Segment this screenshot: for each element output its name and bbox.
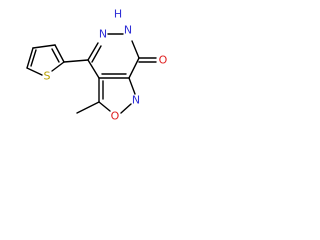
atom-nitrogen-isoxazole: N bbox=[132, 94, 140, 107]
atom-nitrogen-nh: N bbox=[124, 24, 132, 37]
bond-c4-thiophene bbox=[63, 59, 89, 63]
bond-th-c2-s bbox=[51, 61, 65, 72]
bond-o2-c3 bbox=[98, 101, 111, 112]
bond-th-c5-c4 bbox=[26, 47, 34, 69]
atom-oxygen-isoxazole: O bbox=[111, 110, 120, 123]
bond-c3-methyl bbox=[76, 101, 100, 114]
atom-oxygen-carbonyl: O bbox=[159, 54, 168, 67]
bond-th-s-c5 bbox=[26, 67, 43, 76]
atom-nitrogen-ring: N bbox=[99, 28, 107, 41]
bond-n6-c7 bbox=[131, 40, 140, 59]
bond-th-c4-c3 bbox=[32, 44, 56, 49]
bond-c7a-n1 bbox=[128, 77, 136, 95]
bond-n1-o2 bbox=[120, 103, 132, 114]
bond-c3a-c4 bbox=[87, 59, 100, 79]
bond-c4-n5-inner bbox=[91, 45, 102, 63]
bond-th-c3-c2-inner bbox=[51, 48, 60, 63]
atom-sulfur-thiophene: S bbox=[44, 70, 51, 83]
atom-hydrogen-nh: H bbox=[114, 8, 122, 21]
molecule-structure: H N N O N O S bbox=[26, 8, 168, 123]
bond-c4-n5 bbox=[87, 42, 99, 61]
bond-c7-c7a bbox=[128, 57, 140, 79]
bond-th-c5-c4-inner bbox=[30, 49, 37, 67]
bond-th-c3-c2 bbox=[54, 44, 65, 63]
